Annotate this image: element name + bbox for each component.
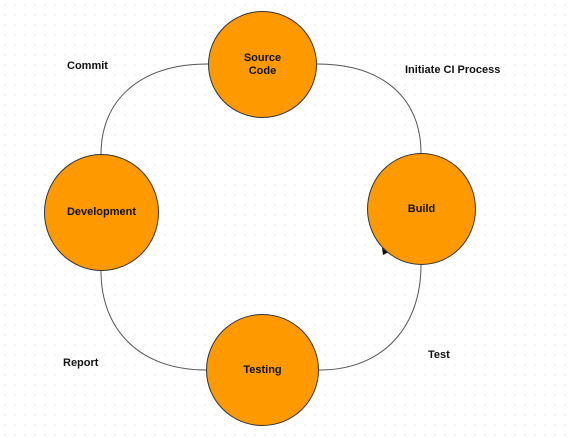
edge-label-test: Test xyxy=(428,349,450,361)
connector-initiate-ci xyxy=(316,63,422,154)
node-source-code[interactable]: Source Code xyxy=(208,11,317,118)
connector-report xyxy=(100,270,207,371)
node-testing[interactable]: Testing xyxy=(206,314,319,426)
node-development[interactable]: Development xyxy=(44,154,159,271)
edge-label-commit: Commit xyxy=(67,60,108,72)
node-build[interactable]: Build xyxy=(367,153,476,265)
connector-test xyxy=(318,264,422,371)
edge-label-initiate-ci: Initiate CI Process xyxy=(405,64,501,76)
connector-commit xyxy=(100,63,209,155)
edge-label-report: Report xyxy=(63,357,99,369)
